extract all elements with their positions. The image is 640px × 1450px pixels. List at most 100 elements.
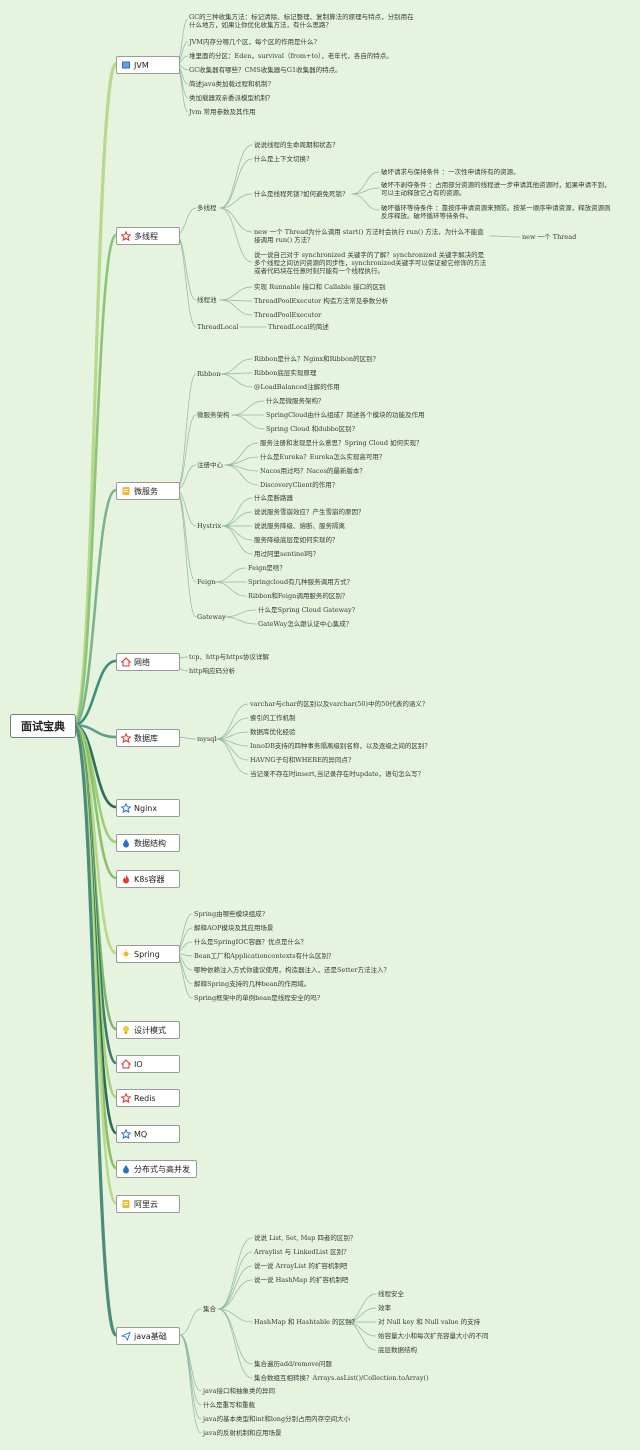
ms-item[interactable]: 什么是断路器: [254, 494, 293, 502]
mt-item[interactable]: ThreadPoolExecutor: [254, 311, 322, 319]
jvm-item[interactable]: 类加载器双亲委派模型机制？: [189, 94, 274, 102]
java-item[interactable]: java接口和抽象类的异同: [203, 1387, 275, 1395]
mt-deadlock-item[interactable]: 破坏不剥夺条件 ：占用部分资源的线程进一步申请其他资源时，如果申请不到，可以主动…: [381, 181, 611, 198]
ms-item[interactable]: 说说服务雪崩效应？产生雪崩的原因？: [254, 508, 365, 516]
java-item[interactable]: 集合数组互相转换？Arrays.asList()/Collection.toAr…: [254, 1374, 429, 1382]
java-item[interactable]: 说一说 HashMap 的扩容机制吧: [254, 1276, 349, 1284]
mt-item[interactable]: ThreadLocal的简述: [268, 323, 329, 331]
root-node[interactable]: 面试宝典: [10, 714, 76, 738]
db-item[interactable]: varchar与char的区别以及varchar(50)中的50代表的涵义？: [250, 700, 429, 708]
mt-item[interactable]: 说说线程的生命周期和状态?: [254, 141, 336, 149]
ms-item[interactable]: 服务降级底层是如何实现的？: [254, 536, 339, 544]
net-item[interactable]: http响应码分析: [189, 667, 236, 675]
ms-item[interactable]: GateWay怎么跟认证中心集成？: [258, 620, 353, 628]
spring-item[interactable]: 解释AOP模块及其应用场景: [194, 924, 274, 932]
ms-item[interactable]: Spring Cloud 和dubbo区别?: [266, 425, 356, 433]
jvm-item[interactable]: 堆里面的分区：Eden，survival（from+to），老年代，各自的特点。: [189, 52, 393, 60]
mt-deadlock-item[interactable]: 破坏循环等待条件 ：靠按序申请资源来预防。按某一顺序申请资源，释放资源则反序释放…: [381, 204, 611, 221]
db-item[interactable]: 索引的工作机制: [250, 714, 296, 722]
ms-item[interactable]: Springcloud有几种服务调用方式？: [248, 578, 354, 586]
db-item[interactable]: HAVNG子句和WHERE的异同点?: [250, 756, 352, 764]
ms-item[interactable]: Ribbon底层实现原理: [254, 369, 317, 377]
topic-network[interactable]: 网络: [116, 653, 180, 671]
java-hashmap-item[interactable]: 效率: [378, 1304, 391, 1312]
java-item[interactable]: HashMap 和 Hashtable 的区别？: [254, 1318, 359, 1326]
topic-data-structures[interactable]: 数据结构: [116, 834, 180, 852]
ms-item[interactable]: 说说服务降级、熔断、服务隔离: [254, 522, 345, 530]
mt-branch-label[interactable]: ThreadLocal: [197, 323, 239, 331]
java-hashmap-item[interactable]: 对 Null key 和 Null value 的支持: [378, 1318, 481, 1326]
ms-item[interactable]: 什么是Eureka？Eureka怎么实现高可用？: [260, 453, 386, 461]
ms-item[interactable]: Nacos用过吗？Nacos的最新版本？: [260, 467, 366, 475]
mt-branch-label[interactable]: 多线程: [197, 204, 217, 212]
ms-item[interactable]: 什么是微服务架构？: [266, 397, 325, 405]
jvm-item[interactable]: 简述java类加载过程和机制?: [189, 80, 271, 88]
topic-io[interactable]: IO: [116, 1055, 180, 1073]
java-branch-label[interactable]: 集合: [203, 1305, 216, 1313]
topic-mq[interactable]: MQ: [116, 1125, 180, 1143]
db-item[interactable]: InnoDB支持的四种事务隔离级别名称，以及逐级之间的区别？: [250, 742, 431, 750]
jvm-item[interactable]: Jvm 常用参数及其作用: [189, 108, 256, 116]
ms-item[interactable]: @LoadBalanced注解的作用: [254, 383, 340, 391]
jvm-item[interactable]: GC收集器有哪些？CMS收集器与G1收集器的特点。: [189, 66, 342, 74]
mt-deadlock-item[interactable]: 破坏请求与保持条件 ：一次性申请所有的资源。: [381, 168, 520, 176]
ms-item[interactable]: 用过阿里sentinel吗？: [254, 550, 320, 558]
java-item[interactable]: java的基本类型和int和long分别占用内存空间大小: [203, 1415, 351, 1423]
topic-aliyun[interactable]: 阿里云: [116, 1195, 180, 1213]
mt-item[interactable]: 什么是线程死锁?如何避免死锁?: [254, 190, 346, 198]
db-branch-label[interactable]: mysql: [197, 735, 217, 743]
ms-branch-label[interactable]: Ribbon: [197, 370, 221, 378]
ms-branch-label[interactable]: 微服务架构: [197, 411, 230, 419]
topic-design-patterns[interactable]: 设计模式: [116, 1021, 180, 1039]
java-item[interactable]: 说说 List, Set, Map 四者的区别？: [254, 1234, 357, 1242]
ms-item[interactable]: SpringCloud由什么组成？简述各个模块的功能及作用: [266, 411, 425, 419]
topic-redis[interactable]: Redis: [116, 1089, 180, 1107]
topic-spring[interactable]: Spring: [116, 945, 180, 963]
spring-item[interactable]: Spring框架中的单例bean是线程安全的吗?: [194, 994, 321, 1002]
ms-item[interactable]: 服务注册和发现是什么意思？Spring Cloud 如何实现？: [260, 439, 423, 447]
spring-item[interactable]: 哪种依赖注入方式你建议使用，构造器注入，还是Setter方法注入？: [194, 966, 390, 974]
spring-item[interactable]: 解释Spring支持的几种bean的作用域。: [194, 980, 311, 988]
java-item[interactable]: 说一说 ArrayList 的扩容机制吧: [254, 1262, 348, 1270]
ms-branch-label[interactable]: Hystrix: [197, 522, 222, 530]
java-item[interactable]: Arraylist 与 LinkedList 区别?: [254, 1248, 347, 1256]
java-hashmap-item[interactable]: 底层数据结构: [378, 1346, 417, 1354]
ms-item[interactable]: Ribbon是什么？Nginx和Ribbon的区别？: [254, 355, 380, 363]
db-item[interactable]: 数据库优化经验: [250, 728, 296, 736]
mt-item[interactable]: 什么是上下文切换?: [254, 155, 310, 163]
mt-item[interactable]: new 一个 Thread为什么调用 start() 方法时会执行 run() …: [254, 228, 484, 245]
jvm-item[interactable]: JVM内存分哪几个区，每个区的作用是什么?: [189, 38, 317, 46]
ms-item[interactable]: DiscoveryClient的作用？: [260, 481, 339, 489]
mt-item[interactable]: ThreadPoolExecutor 构造方法常见参数分析: [254, 297, 389, 305]
ms-item[interactable]: 什么是Spring Cloud Gateway?: [258, 606, 356, 614]
net-item[interactable]: tcp、http与https协议详解: [189, 653, 269, 661]
mt-thread-item[interactable]: new 一个 Thread: [522, 233, 577, 241]
topic-jvm[interactable]: JVM: [116, 56, 180, 74]
topic-nginx[interactable]: Nginx: [116, 799, 180, 817]
ms-item[interactable]: Feign是啥？: [248, 564, 286, 572]
ms-item[interactable]: Ribbon和Feign调用服务的区别？: [248, 592, 349, 600]
topic-microservices[interactable]: 微服务: [116, 482, 180, 500]
mt-branch-label[interactable]: 线程池: [197, 296, 217, 304]
db-item[interactable]: 当记录不存在时insert,当记录存在时update，语句怎么写？: [250, 770, 425, 778]
ms-branch-label[interactable]: Gateway: [197, 613, 226, 621]
java-item[interactable]: 集合遍历add/remove问题: [254, 1360, 332, 1368]
jvm-item[interactable]: GC的三种收集方法：标记清除、标记整理、复制算法的原理与特点，分别用在什么地方，…: [189, 13, 414, 30]
topic-java-basics[interactable]: java基础: [116, 1327, 180, 1345]
topic-multithreading[interactable]: 多线程: [116, 227, 180, 245]
ms-branch-label[interactable]: 注册中心: [197, 461, 223, 469]
spring-item[interactable]: Spring由哪些模块组成?: [194, 910, 266, 918]
mt-item[interactable]: 说一说自己对于 synchronized 关键字的了解？synchronized…: [254, 251, 487, 276]
java-item[interactable]: java的反射机制和应用场景: [203, 1429, 282, 1437]
java-item[interactable]: 什么是重写和重载: [203, 1401, 255, 1409]
java-hashmap-item[interactable]: 始容量大小和每次扩充容量大小的不同: [378, 1332, 489, 1340]
leaf-connector: [217, 1308, 253, 1365]
topic-k8s[interactable]: K8s容器: [116, 870, 180, 888]
topic-database[interactable]: 数据库: [116, 729, 180, 747]
spring-item[interactable]: 什么是SpringIOC容器？优点是什么？: [194, 938, 308, 946]
topic-distributed[interactable]: 分布式与高并发: [116, 1160, 197, 1178]
spring-item[interactable]: Bean工厂和Applicationcontexts有什么区别？: [194, 952, 335, 960]
java-hashmap-item[interactable]: 线程安全: [378, 1290, 404, 1298]
mt-item[interactable]: 实现 Runnable 接口和 Callable 接口的区别: [254, 283, 386, 291]
ms-branch-label[interactable]: Feign: [197, 578, 216, 586]
